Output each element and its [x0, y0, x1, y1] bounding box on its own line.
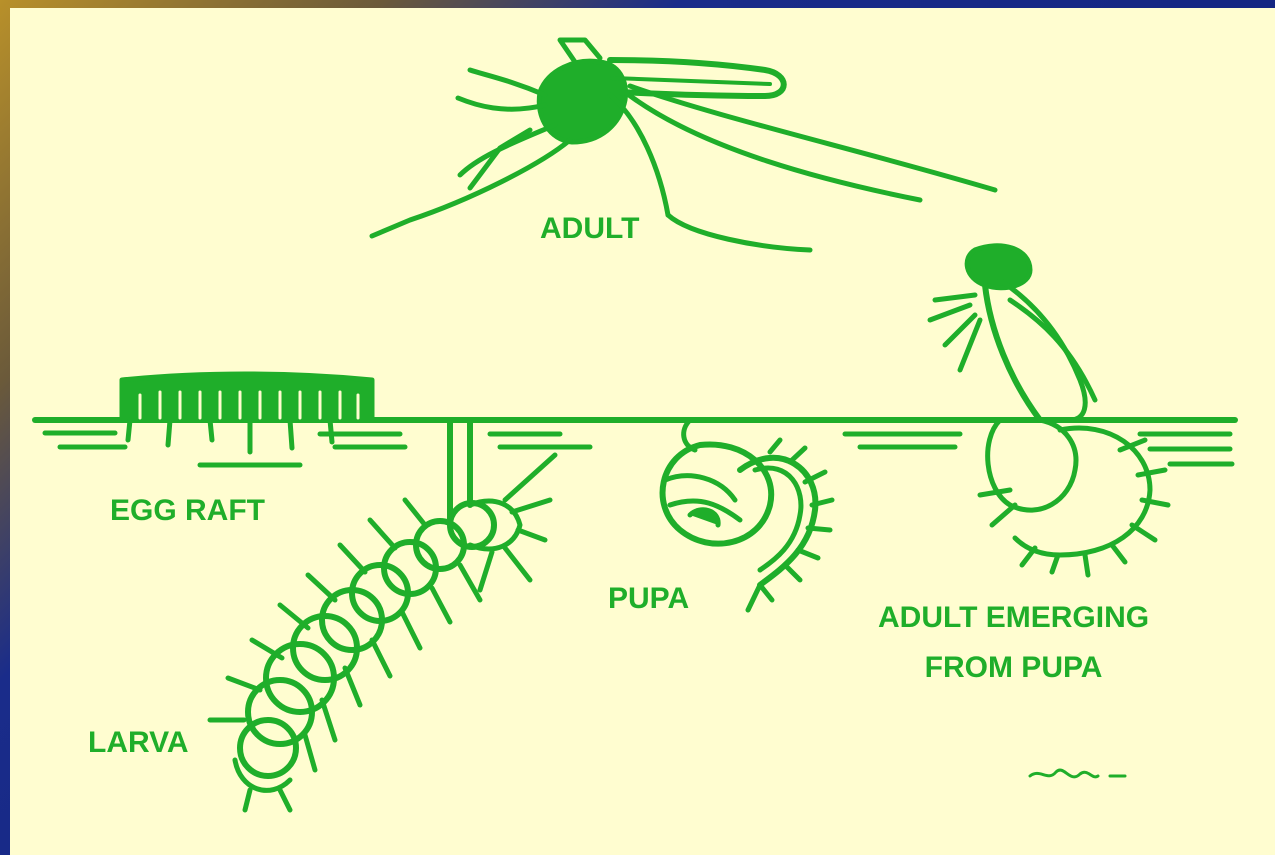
label-adult-emerging: ADULT EMERGING FROM PUPA — [878, 593, 1149, 693]
adult-mosquito — [372, 40, 995, 250]
emerging-adult — [930, 246, 1168, 575]
label-larva: LARVA — [88, 726, 189, 760]
label-emerging-line1: ADULT EMERGING — [878, 593, 1149, 643]
artist-signature — [1030, 770, 1125, 777]
larva — [210, 420, 555, 810]
label-egg-raft: EGG RAFT — [110, 494, 265, 528]
label-adult: ADULT — [540, 212, 639, 246]
label-pupa: PUPA — [608, 582, 689, 616]
egg-raft — [122, 374, 372, 452]
label-emerging-line2: FROM PUPA — [878, 643, 1149, 693]
